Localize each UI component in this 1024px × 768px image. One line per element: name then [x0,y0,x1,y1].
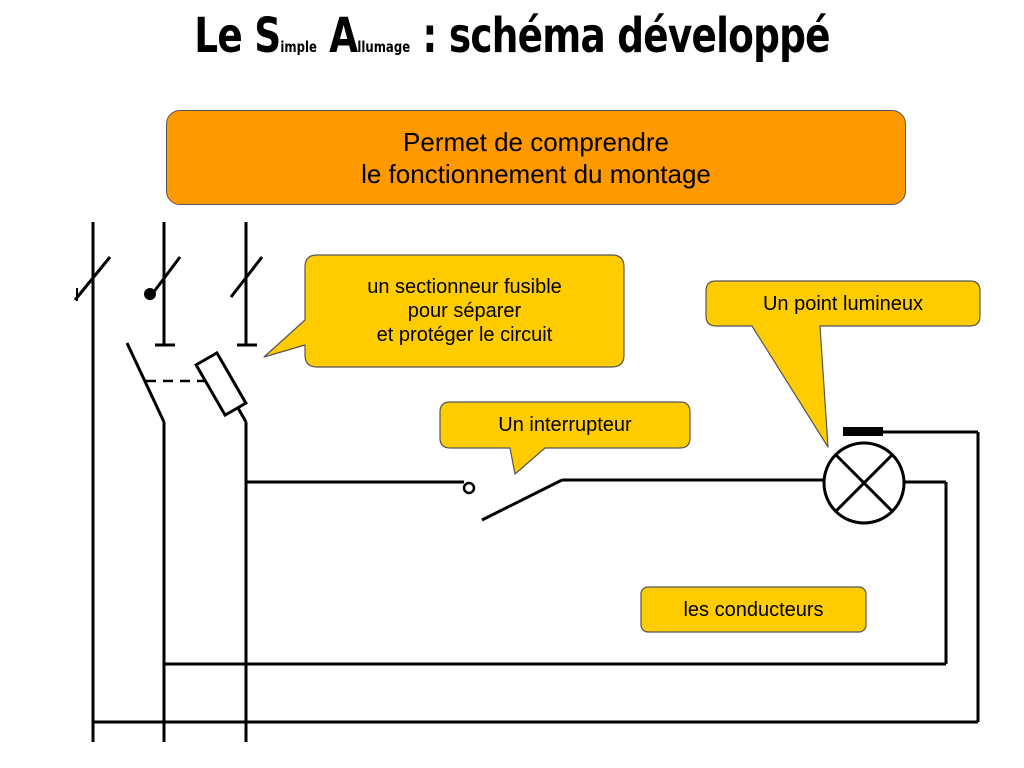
conductors-callout-shape [640,586,867,633]
sectioner-blade-1 [125,342,166,423]
title-part-2: A [316,8,358,64]
fuse-callout-shape [263,254,625,368]
title-part-1-small: imple [280,38,317,56]
switch-callout-shape [439,401,691,475]
fuse-callout-line-1: un sectionneur fusible [367,276,562,298]
disconnect-mark-3 [229,256,264,298]
banner-line-1: Permet de comprendre [403,126,669,157]
lamp-symbol [822,427,906,525]
fuse-callout-line-3: et protéger le circuit [376,324,553,346]
disconnect-contact-dot [144,288,156,300]
banner-box: Permet de comprendre le fonctionnement d… [166,110,906,205]
lamp-callout: Un point lumineux [762,292,924,315]
conductors-callout: les conducteurs [683,598,824,621]
switch-contact [462,481,476,495]
fuse-callout: un sectionneur fusible pour séparer et p… [305,258,624,364]
banner-line-2: le fonctionnement du montage [361,158,711,189]
fuse-callout-line-2: pour séparer [407,300,522,322]
switch-callout: Un interrupteur [498,414,632,436]
fuse-body [194,350,248,418]
lamp-callout-shape [705,280,981,448]
title-part-3: : schéma développé [410,8,830,64]
title-part-2-small: llumage [357,38,411,56]
disconnect-mark-1 [73,256,112,301]
disconnect-mark-2 [148,256,182,298]
slide-title: Le Simple Allumage : schéma développé [113,8,912,64]
switch-blade [481,478,563,522]
title-part-1: Le S [194,8,281,64]
